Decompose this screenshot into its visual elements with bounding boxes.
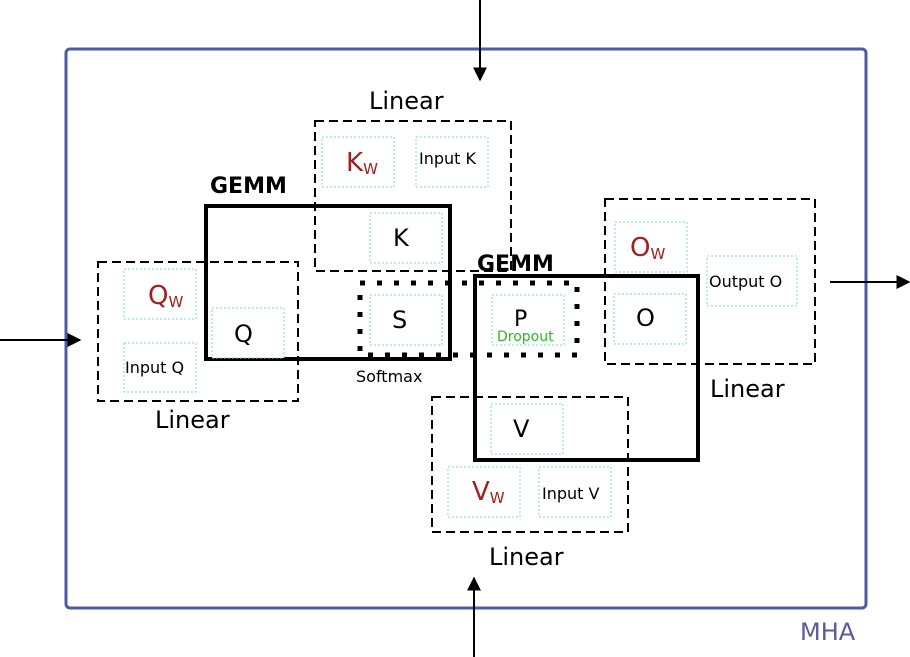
gemm-qk-label: GEMM xyxy=(210,174,287,199)
input-k-cell xyxy=(415,136,489,188)
linear-k-label: Linear xyxy=(369,87,444,115)
q-text: Q xyxy=(234,320,253,348)
linear-o-label: Linear xyxy=(710,375,785,403)
mha-label: MHA xyxy=(800,618,856,646)
o-text: O xyxy=(636,304,655,332)
v-weight-text: VW xyxy=(472,477,505,507)
gemm-pv-box xyxy=(473,274,700,462)
input-q-text: Input Q xyxy=(125,358,184,377)
v-weight-cell xyxy=(447,466,521,518)
v-text: V xyxy=(513,415,530,443)
k-cell xyxy=(369,212,443,264)
o-weight-cell xyxy=(614,221,688,273)
linear-v-label: Linear xyxy=(489,543,564,571)
o-weight-main: O xyxy=(630,233,650,263)
gemm-pv-label: GEMM xyxy=(477,252,554,277)
linear-q-label: Linear xyxy=(155,406,230,434)
v-cell xyxy=(490,403,564,455)
p-cell xyxy=(491,294,565,346)
o-cell xyxy=(613,293,687,345)
o-weight-sub: W xyxy=(650,245,665,263)
linear-k-box xyxy=(314,120,512,272)
q-weight-sub: W xyxy=(168,293,183,311)
output-o-cell xyxy=(706,255,798,307)
q-weight-main: Q xyxy=(148,281,168,311)
k-weight-sub: W xyxy=(363,160,378,178)
output-o-text: Output O xyxy=(709,272,782,291)
o-weight-text: OW xyxy=(630,233,665,263)
dropout-label: Dropout xyxy=(497,329,554,345)
k-text: K xyxy=(393,224,410,252)
linear-o-box xyxy=(604,198,816,365)
input-v-cell xyxy=(538,466,612,518)
s-text: S xyxy=(392,306,407,334)
gemm-qk-box xyxy=(204,204,452,361)
k-weight-cell xyxy=(321,136,395,188)
input-k-text: Input K xyxy=(419,149,477,168)
q-weight-cell xyxy=(123,268,197,320)
p-text: P xyxy=(514,307,527,332)
mha-frame xyxy=(64,47,868,610)
input-q-cell xyxy=(123,342,197,393)
softmax-label: Softmax xyxy=(356,367,422,386)
k-weight-text: KW xyxy=(346,148,378,178)
k-weight-main: K xyxy=(346,148,364,178)
q-cell xyxy=(211,307,285,359)
input-v-text: Input V xyxy=(542,484,600,503)
s-cell xyxy=(369,294,443,346)
linear-q-box xyxy=(97,261,299,402)
q-weight-text: QW xyxy=(148,281,183,311)
linear-v-box xyxy=(431,396,629,533)
v-weight-main: V xyxy=(472,477,490,507)
v-weight-sub: W xyxy=(490,489,505,507)
